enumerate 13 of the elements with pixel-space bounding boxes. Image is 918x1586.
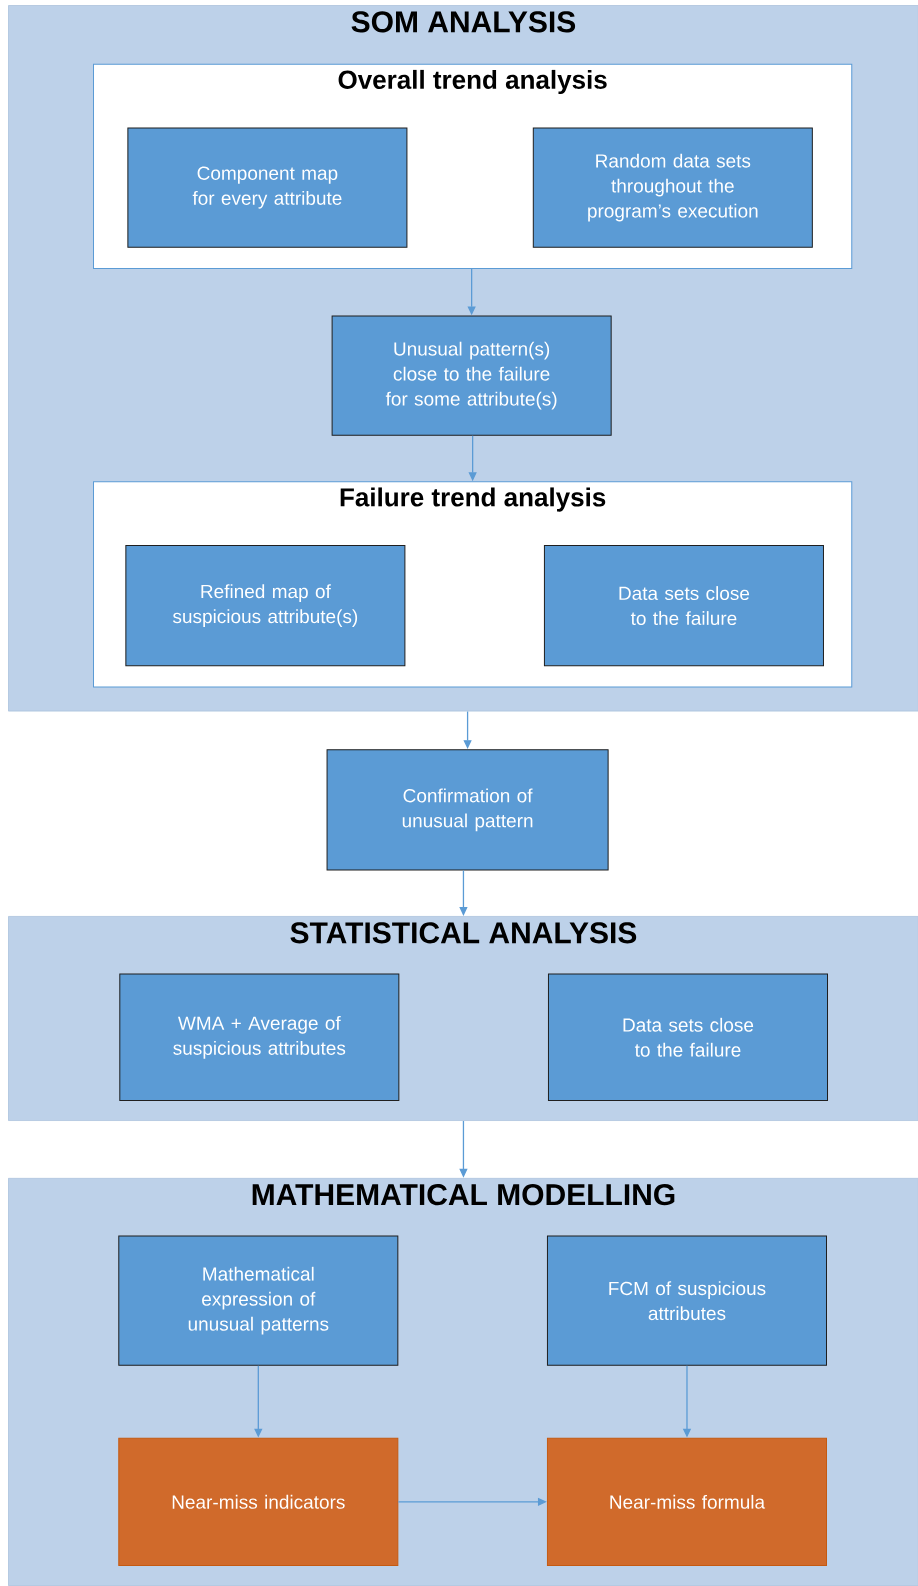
process-box: Unusual pattern(s) close to the failure for some attribute(s) (331, 315, 612, 436)
process-box: WMA + Average of suspicious attributes (119, 973, 400, 1101)
process-box: Mathematical expression of unusual patterns (118, 1235, 399, 1366)
result-box: Near-miss formula (546, 1437, 827, 1567)
arrow (459, 869, 468, 916)
process-box: Component map for every attribute (127, 127, 408, 248)
process-box: Data sets close to the failure (547, 973, 828, 1101)
process-box: FCM of suspicious attributes (546, 1235, 827, 1366)
process-box: Confirmation of unusual pattern (326, 749, 609, 871)
process-box: Data sets close to the failure (543, 544, 824, 667)
process-box: Refined map of suspicious attribute(s) (125, 544, 406, 667)
process-box: Random data sets throughout the program’s execution (532, 127, 813, 248)
result-box: Near-miss indicators (118, 1437, 399, 1567)
